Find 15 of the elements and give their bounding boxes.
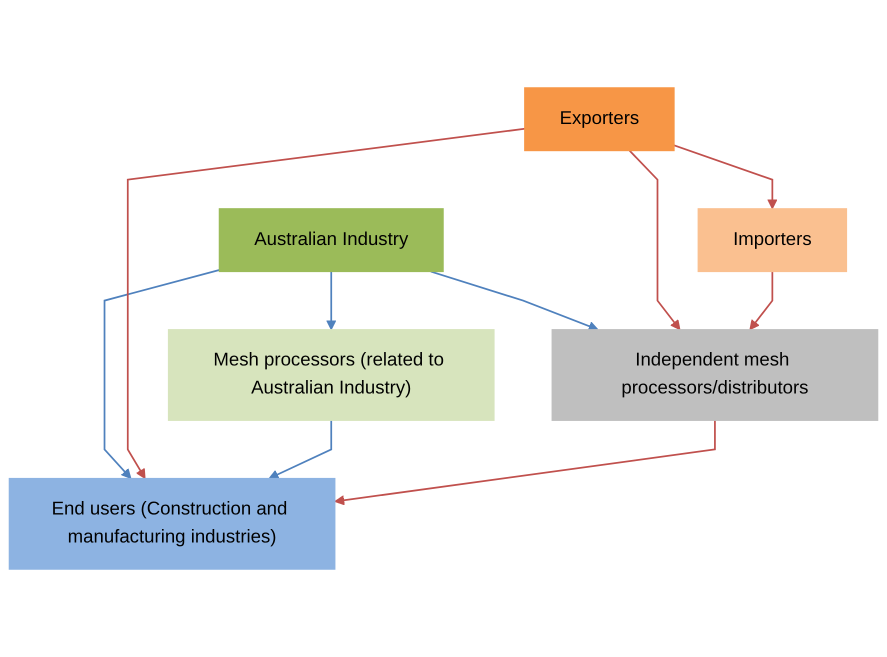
arrow bbox=[104, 269, 220, 479]
arrow bbox=[430, 270, 598, 332]
arrow bbox=[326, 272, 336, 330]
arrow bbox=[126, 128, 525, 479]
node-box: Exporters bbox=[524, 87, 675, 152]
arrow bbox=[268, 420, 332, 480]
node-box: Mesh processors (related to Australian Industry) bbox=[168, 329, 495, 421]
arrow bbox=[749, 272, 774, 330]
node-box: End users (Construction and manufacturing industries) bbox=[8, 478, 336, 570]
arrow bbox=[628, 150, 680, 330]
arrow bbox=[334, 420, 716, 506]
node-box: Importers bbox=[698, 208, 848, 272]
arrow bbox=[674, 144, 778, 210]
node-box: Australian Industry bbox=[218, 208, 444, 272]
node-box: Independent mesh processors/distributors bbox=[552, 329, 878, 421]
